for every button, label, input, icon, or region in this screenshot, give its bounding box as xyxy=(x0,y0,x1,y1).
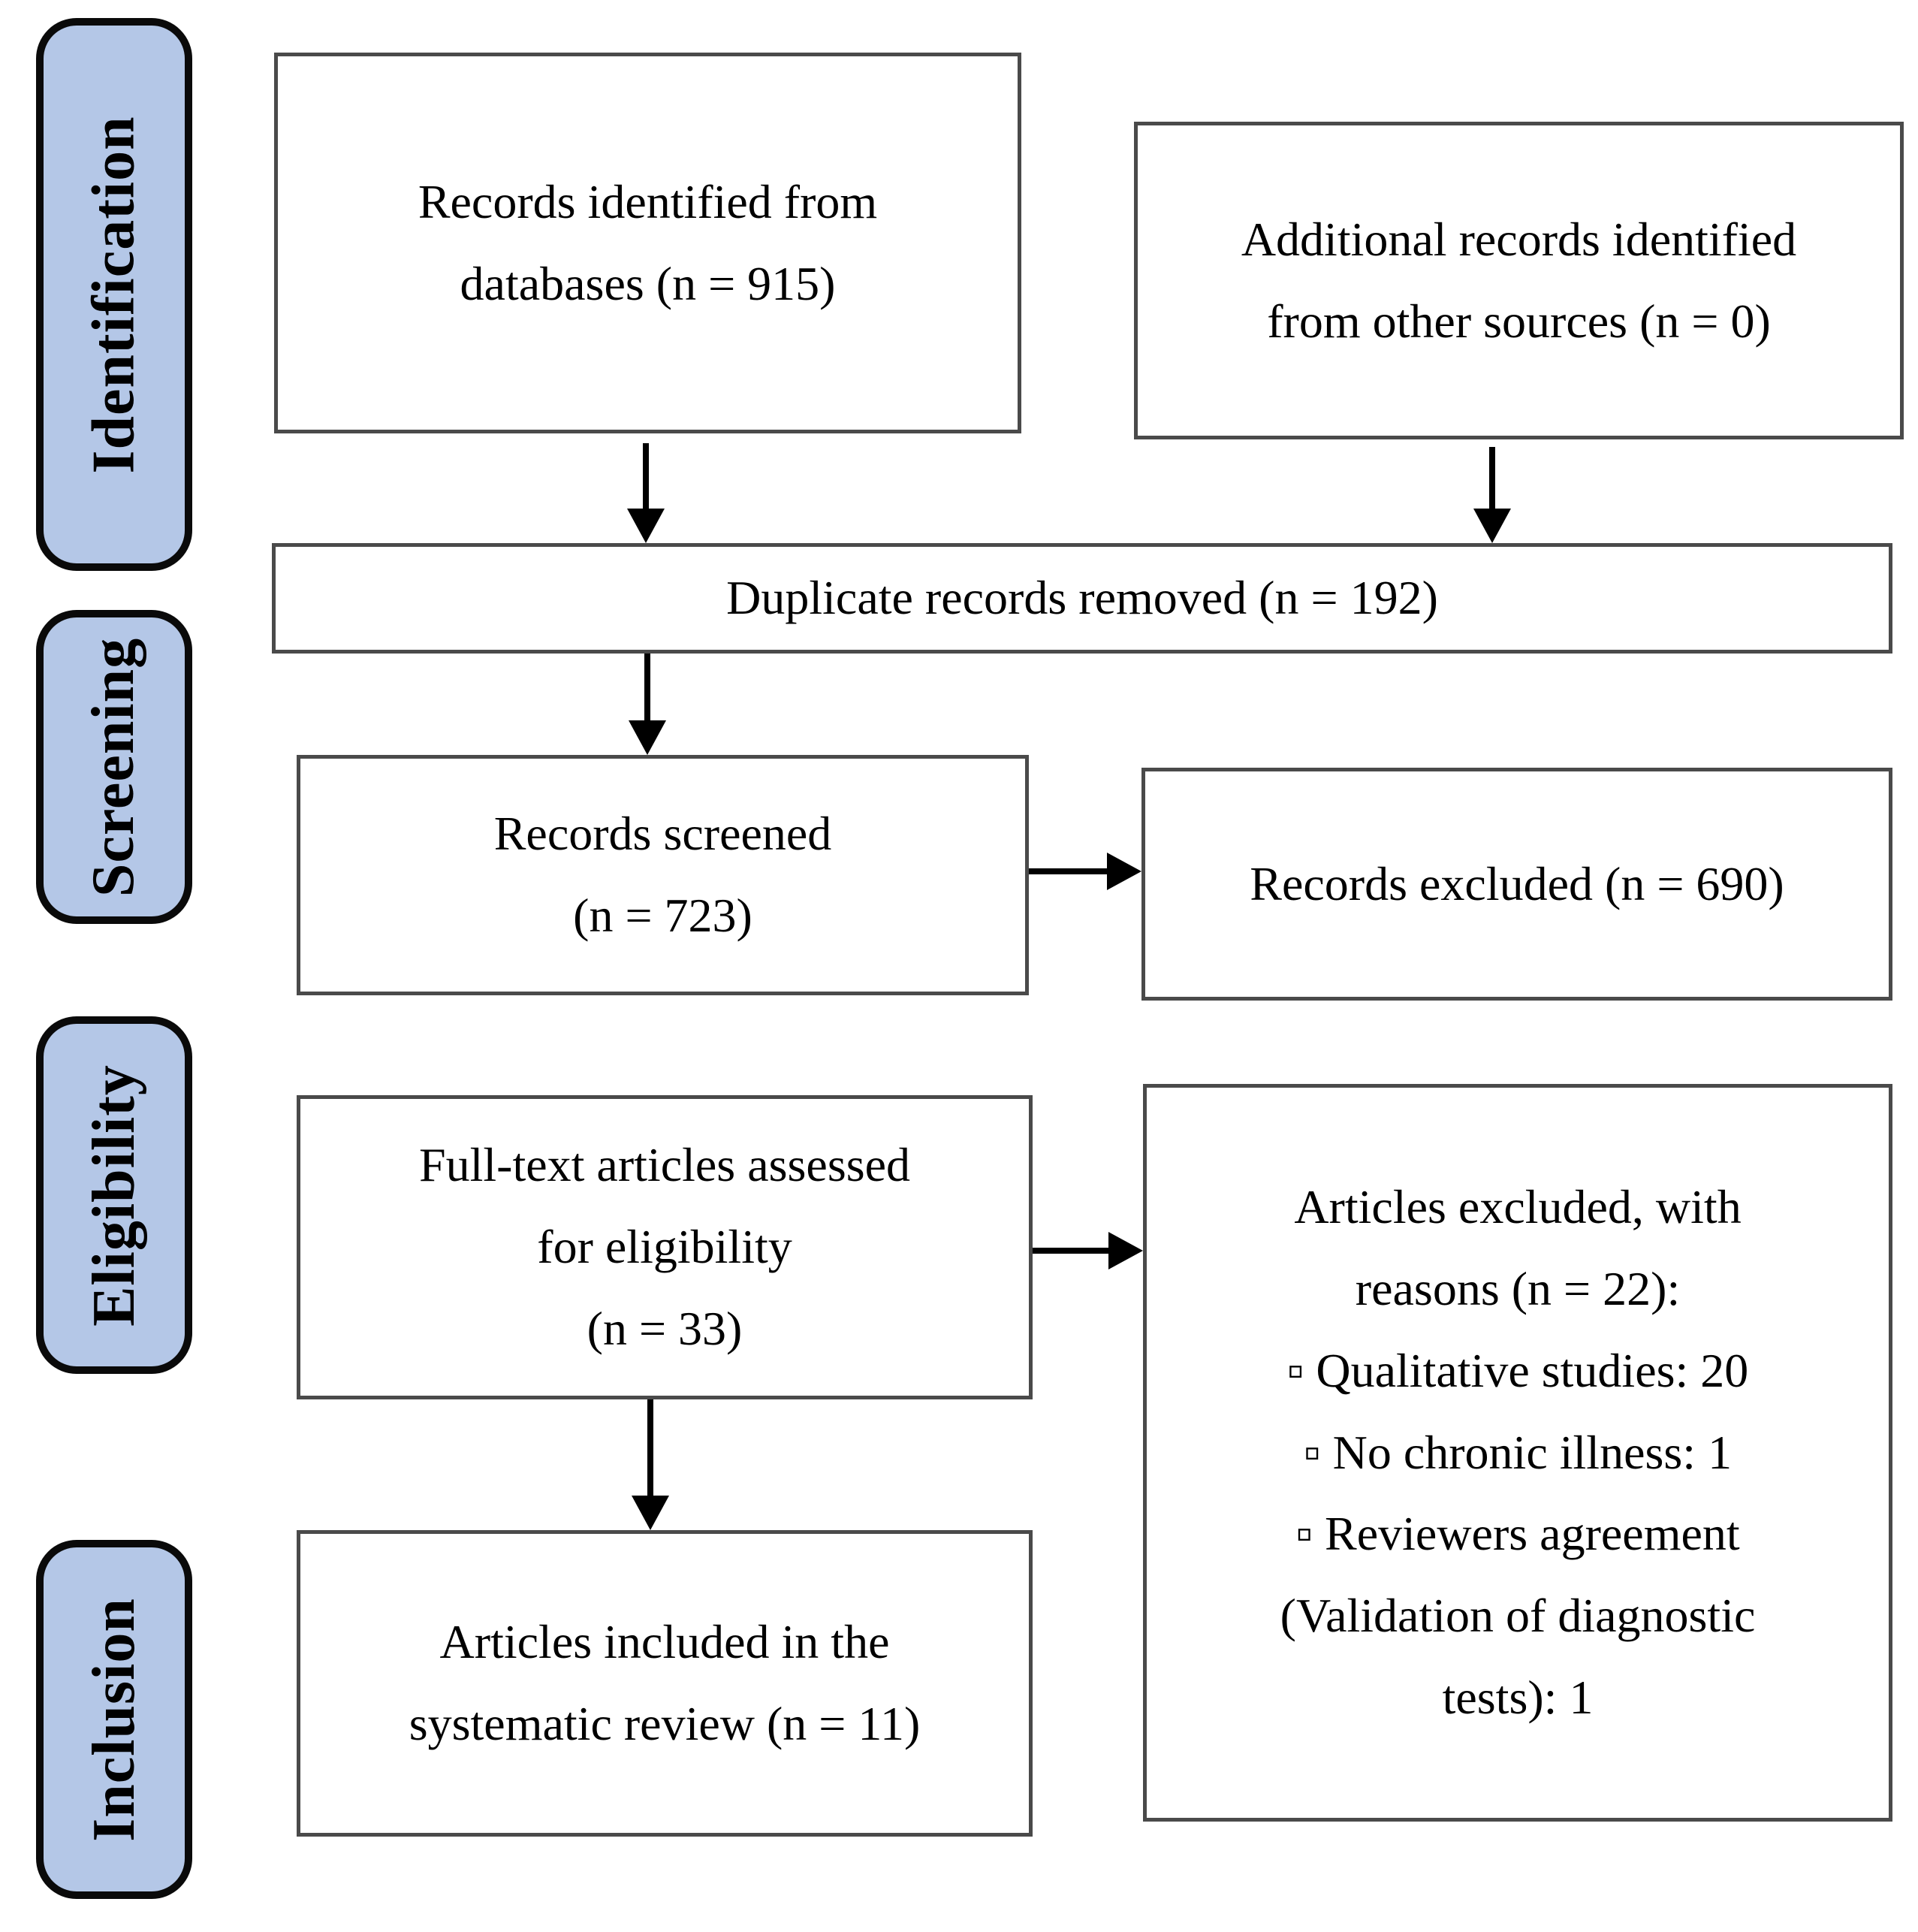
arrow-fulltext-to-included-arrowhead-icon xyxy=(632,1496,669,1530)
arrow-identified-to-duplicates-arrowhead-icon xyxy=(627,509,665,543)
box-records-excluded-text: Records excluded (n = 690) xyxy=(1250,856,1784,910)
box-articles-excluded: Articles excluded, with reasons (n = 22)… xyxy=(1143,1084,1892,1822)
box-records-screened: Records screened (n = 723) xyxy=(297,755,1029,995)
stage-eligibility: Eligibility xyxy=(36,1016,192,1374)
box-records-excluded: Records excluded (n = 690) xyxy=(1141,768,1892,1001)
arrow-screened-to-excluded-arrowhead-icon xyxy=(1107,853,1141,890)
box-records-identified: Records identified from databases (n = 9… xyxy=(274,53,1021,433)
box-articles-included-text: Articles included in the systematic revi… xyxy=(409,1615,921,1750)
box-duplicates-removed: Duplicate records removed (n = 192) xyxy=(272,543,1892,654)
box-additional-records: Additional records identified from other… xyxy=(1134,122,1904,439)
arrow-additional-to-duplicates-arrowhead-icon xyxy=(1473,509,1511,543)
box-fulltext-assessed: Full-text articles assessed for eligibil… xyxy=(297,1095,1033,1399)
box-records-identified-text: Records identified from databases (n = 9… xyxy=(418,174,878,310)
stage-screening-label: Screening xyxy=(80,637,147,897)
box-records-screened-text: Records screened (n = 723) xyxy=(493,807,832,942)
box-articles-excluded-text: Articles excluded, with reasons (n = 22)… xyxy=(1280,1180,1756,1724)
arrow-fulltext-to-excluded-line xyxy=(1033,1248,1110,1254)
arrow-fulltext-to-excluded-arrowhead-icon xyxy=(1108,1232,1143,1269)
arrow-identified-to-duplicates-line xyxy=(643,443,649,509)
box-articles-included: Articles included in the systematic revi… xyxy=(297,1530,1033,1837)
arrow-screened-to-excluded-line xyxy=(1029,868,1110,874)
arrow-fulltext-to-included-line xyxy=(647,1399,653,1497)
box-duplicates-removed-text: Duplicate records removed (n = 192) xyxy=(726,571,1438,625)
arrow-additional-to-duplicates-line xyxy=(1489,447,1495,509)
stage-inclusion: Inclusion xyxy=(36,1540,192,1899)
stage-eligibility-label: Eligibility xyxy=(80,1064,147,1327)
box-fulltext-assessed-text: Full-text articles assessed for eligibil… xyxy=(418,1138,911,1355)
stage-inclusion-label: Inclusion xyxy=(80,1597,147,1842)
arrow-duplicates-to-screened-arrowhead-icon xyxy=(629,720,666,755)
box-additional-records-text: Additional records identified from other… xyxy=(1241,212,1797,348)
stage-identification-label: Identification xyxy=(80,115,147,474)
arrow-duplicates-to-screened-line xyxy=(644,654,650,721)
stage-identification: Identification xyxy=(36,18,192,571)
stage-screening: Screening xyxy=(36,610,192,924)
